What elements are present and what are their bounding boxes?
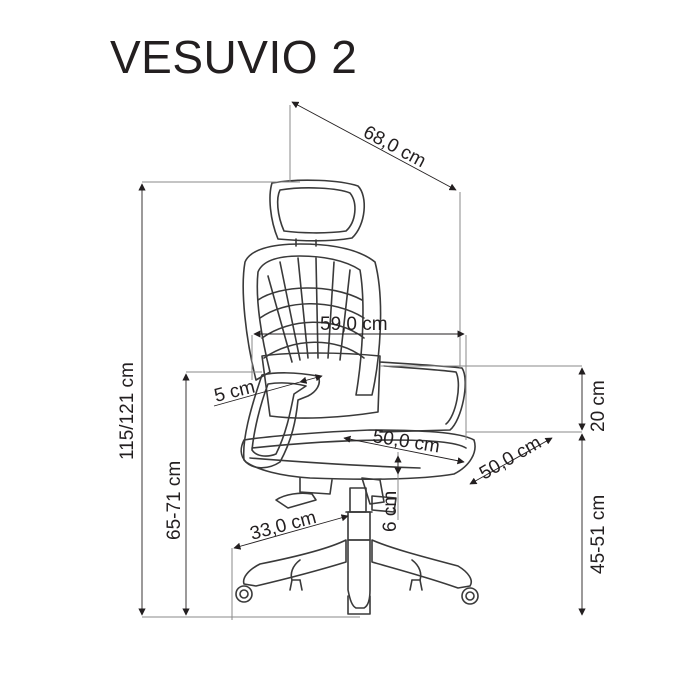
label-backrest-height: 20 cm (588, 380, 609, 432)
chair-illustration (235, 179, 479, 615)
backrest (242, 243, 382, 396)
seat-back-panel (261, 352, 466, 433)
label-seat-width: 50,0 cm (476, 432, 545, 484)
label-total-height: 115/121 cm (117, 362, 138, 460)
label-base-radius: 33,0 cm (248, 507, 319, 545)
label-width: 59,0 cm (320, 314, 388, 335)
casters (235, 579, 479, 615)
star-base (242, 539, 473, 609)
label-seat-adjust: 6 cm (380, 491, 401, 532)
depth-overall-dim (291, 101, 457, 191)
dimension-arrows (138, 101, 586, 616)
headrest (269, 179, 365, 247)
base-radius-dim (233, 514, 349, 550)
label-armrest-width: 5 cm (212, 377, 257, 407)
product-title: VESUVIO 2 (110, 31, 358, 83)
dimension-lines (142, 105, 582, 620)
label-seat-height: 45-51 cm (588, 495, 609, 574)
label-depth-overall: 68,0 cm (360, 122, 430, 172)
seat-width-dim (469, 437, 553, 485)
armrest-width-dim (299, 374, 323, 384)
seat-depth-dim (343, 435, 465, 465)
label-armrest-height: 65-71 cm (164, 461, 185, 540)
seat-mechanism (275, 477, 397, 513)
